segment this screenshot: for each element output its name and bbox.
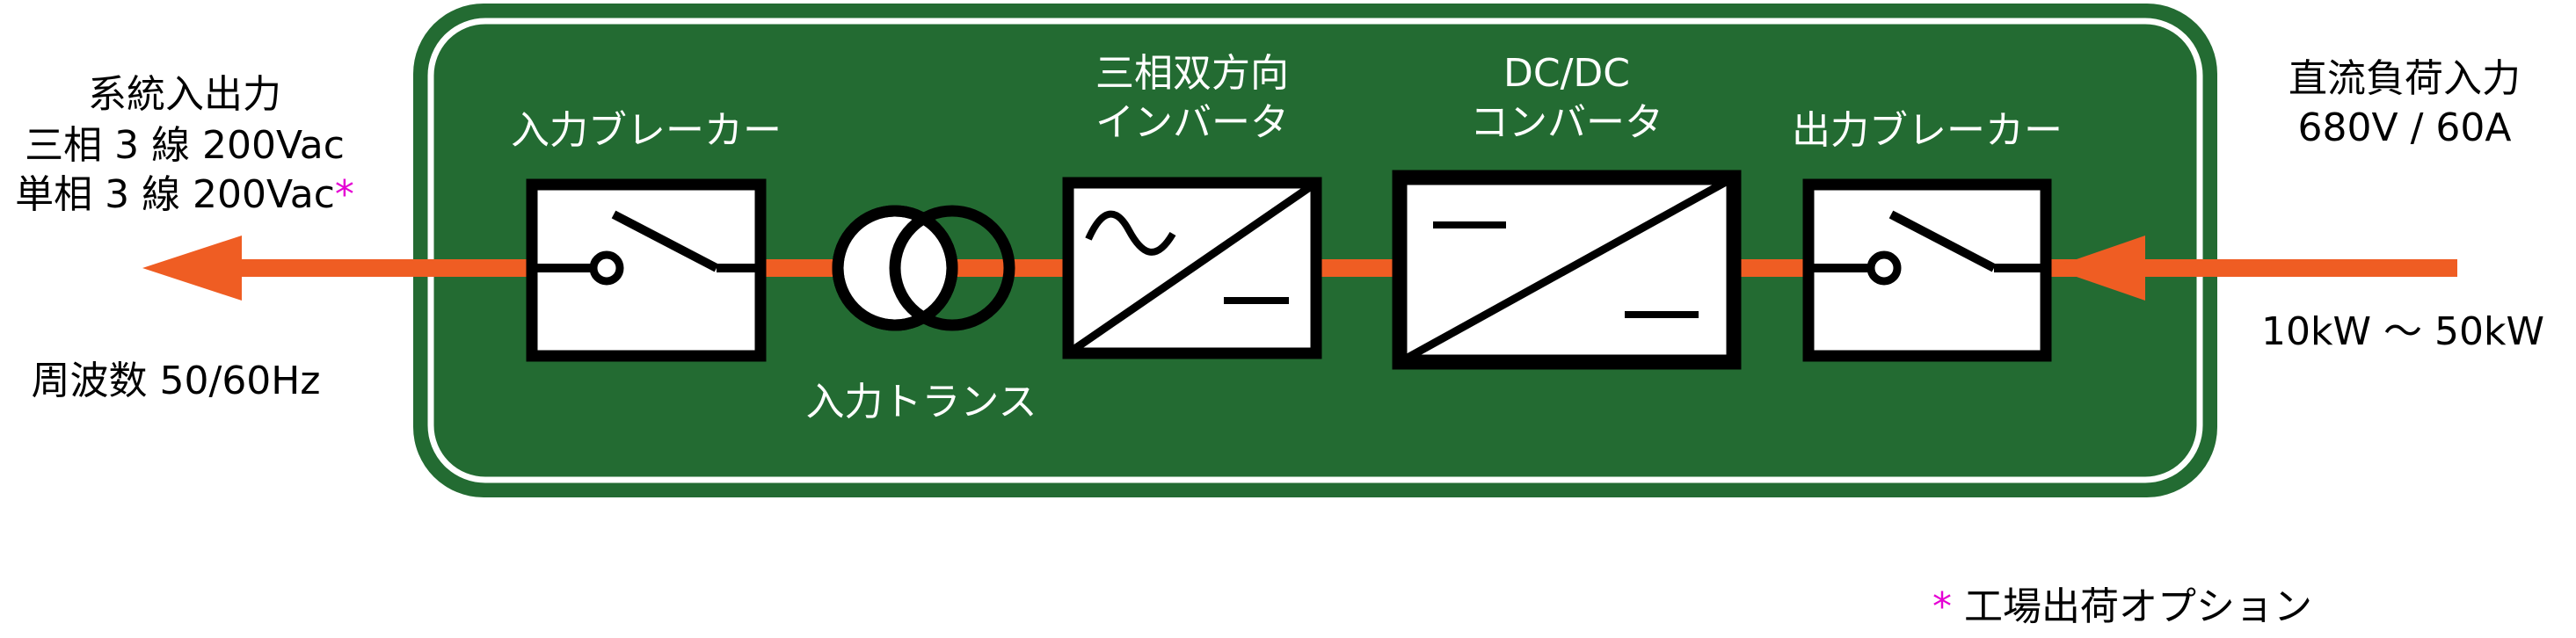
option-asterisk: *: [335, 172, 354, 217]
footnote-asterisk: *: [1932, 584, 1952, 629]
inverter-label-line2: インバータ: [1095, 100, 1289, 145]
input-breaker-label: 入力ブレーカー: [511, 108, 782, 153]
frequency-label: 周波数 50/60Hz: [32, 359, 321, 403]
left-arrow-head: [142, 236, 242, 301]
panel-inner-border: [427, 18, 2203, 483]
grid-three-phase-label: 三相 3 線 200Vac: [25, 123, 345, 168]
inverter-label-line1: 三相双方向: [1095, 51, 1289, 96]
dc-load-input-label: 直流負荷入力: [2289, 56, 2521, 101]
grid-single-phase-label: 単相 3 線 200Vac*: [15, 172, 354, 217]
output-breaker-symbol: [1802, 178, 2052, 362]
input-transformer-symbol: [832, 205, 1015, 331]
dcdc-label-line2: コンバータ: [1470, 100, 1663, 145]
input-breaker-symbol: [526, 178, 767, 362]
inverter-symbol: [1062, 177, 1322, 359]
footnote: *工場出荷オプション: [1932, 584, 2312, 629]
input-transformer-label: 入力トランス: [805, 380, 1037, 424]
dcdc-label-line1: DC/DC: [1503, 51, 1630, 96]
sine-wave-icon: [1085, 210, 1176, 256]
output-breaker-label: 出力ブレーカー: [1792, 108, 2063, 153]
power-range-label: 10kW 〜 50kW: [2261, 309, 2544, 354]
dc-load-rating-label: 680V / 60A: [2298, 105, 2512, 150]
dcdc-converter-symbol: [1392, 170, 1742, 370]
right-arrow-head: [2051, 236, 2145, 301]
grid-io-label: 系統入出力: [88, 72, 281, 117]
